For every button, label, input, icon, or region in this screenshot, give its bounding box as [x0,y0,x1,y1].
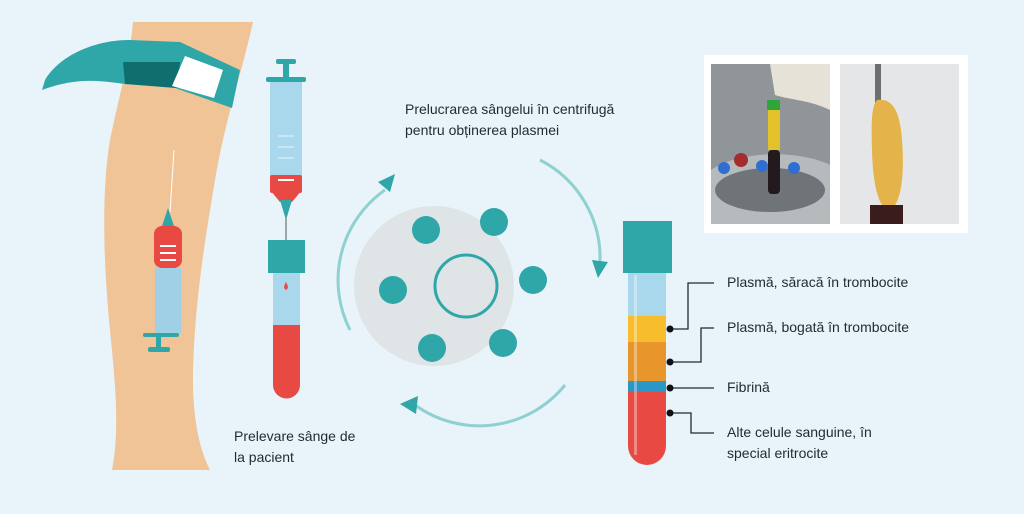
caption-line: la pacient [234,449,294,465]
collection-step-caption: Prelevare sânge de la pacient [234,426,355,468]
separated-blood-tube-icon [623,221,672,465]
prp-gel-photo [840,64,959,224]
caption-line: Prelevare sânge de [234,428,356,444]
leg-illustration [42,22,253,470]
layer-label-rbc: Alte celule sanguine, în special eritroc… [727,422,872,464]
leader-lines [670,282,714,434]
centrifuge-icon [354,206,547,366]
photo-panel [704,55,968,233]
blood-drop-icon [284,282,288,290]
leader-dots [666,325,674,417]
collection-tube-icon [268,240,305,399]
layer-label-ppp: Plasmă, săracă în trombocite [727,274,909,290]
rotation-arrows [336,158,608,428]
syringe-in-arm-icon [143,149,182,352]
centrifuge-photo [711,64,830,224]
layer-label-prp: Plasmă, bogată în trombocite [727,319,910,335]
caption-line: Prelucrarea sângelui în centrifugă [405,101,615,117]
label-line: special eritrocite [727,445,829,461]
caption-line: pentru obținerea plasmei [405,122,560,138]
label-line: Alte celule sanguine, în [727,424,872,440]
syringe-icon [266,59,306,285]
layer-label-fibrin: Fibrină [727,379,770,395]
centrifuge-step-caption: Prelucrarea sângelui în centrifugă pentr… [405,99,614,141]
